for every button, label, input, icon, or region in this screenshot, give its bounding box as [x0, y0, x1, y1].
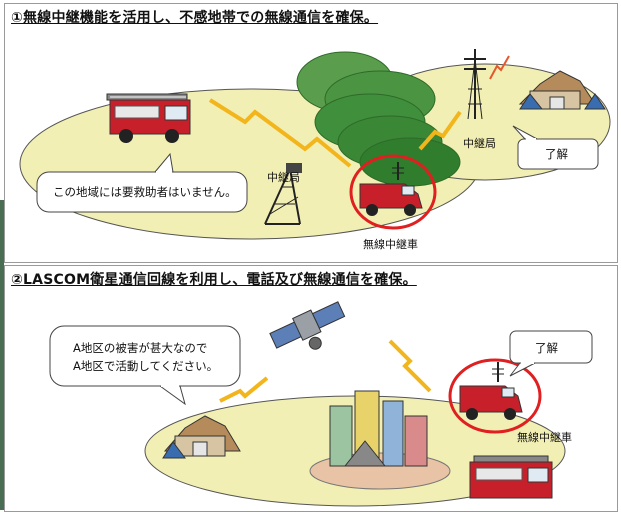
fire-engine-icon: [469, 455, 553, 499]
relay-vehicle-label: 無線中継車: [363, 238, 418, 251]
highlight-circle: [448, 358, 542, 434]
bubble-left-text-line1: A地区の被害が甚大なので: [73, 341, 208, 355]
relay-tower-icon: [264, 163, 302, 225]
satellite-icon: [269, 301, 346, 350]
panel-radio-relay: ①無線中継機能を活用し、不感地帯での無線通信を確保。 この地域には要救助者はいま…: [4, 3, 618, 263]
panel2-illustration: [49, 301, 593, 507]
lightning-bolt-icon: [219, 376, 269, 403]
lightning-bolt-icon: [489, 55, 510, 80]
speech-bubble-right: [512, 125, 599, 170]
panel2-title: ②LASCOM衛星通信回線を利用し、電話及び無線通信を確保。: [11, 272, 417, 288]
fire-engine-icon: [106, 93, 191, 143]
city-ruins-icon: [309, 390, 451, 490]
mountain-range-icon: [296, 51, 461, 187]
relay-station-label-right: 中継局: [463, 137, 496, 150]
relay-station-label-left: 中継局: [267, 171, 300, 184]
speech-bubble-left: [49, 325, 241, 406]
collapsed-house-icon: [162, 415, 241, 459]
bubble-right-text: 了解: [535, 341, 558, 355]
bubble-left-text-line2: A地区で活動してください。: [73, 359, 219, 373]
bubble-left-text: この地域には要救助者はいません。: [53, 185, 237, 199]
left-edge-strip: [0, 200, 4, 510]
panel1-title: ①無線中継機能を活用し、不感地帯での無線通信を確保。: [11, 10, 379, 26]
panel-satellite: ②LASCOM衛星通信回線を利用し、電話及び無線通信を確保。 A地区の被害が甚大…: [4, 265, 618, 512]
speech-bubble-right: [509, 330, 593, 377]
relay-tower-icon: [464, 49, 486, 120]
lightning-bolt-icon: [418, 110, 462, 151]
relay-vehicle-icon: [359, 162, 423, 216]
lightning-bolt-icon: [388, 339, 432, 393]
collapsed-house-icon: [518, 70, 606, 110]
speech-bubble-left: [36, 152, 248, 213]
bubble-right-text: 了解: [545, 147, 568, 161]
relay-vehicle-label: 無線中継車: [517, 431, 572, 444]
panel1-illustration: [19, 49, 611, 240]
highlight-circle: [349, 154, 437, 230]
lightning-bolt-icon: [208, 98, 352, 168]
relay-vehicle-icon: [459, 362, 523, 420]
